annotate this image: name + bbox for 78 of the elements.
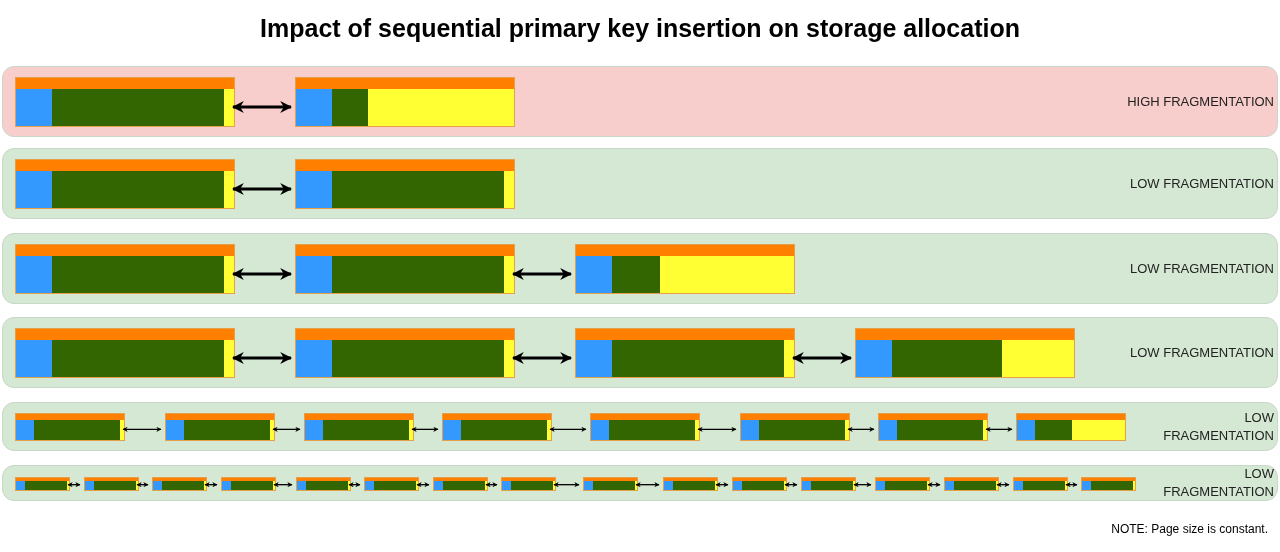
double-arrow — [122, 426, 162, 432]
fragmentation-label: LOW FRAGMENTATION — [1130, 259, 1274, 278]
fragmentation-band — [2, 465, 1278, 501]
page-block — [15, 244, 235, 294]
page-block — [583, 477, 638, 491]
page-block — [944, 477, 999, 491]
double-arrow — [485, 482, 498, 488]
double-arrow — [985, 426, 1013, 432]
page-block — [1013, 477, 1068, 491]
page-block — [221, 477, 276, 491]
page-block — [15, 77, 235, 127]
fragmentation-band — [2, 66, 1278, 137]
page-block — [1016, 413, 1126, 441]
fragmentation-band — [2, 233, 1278, 304]
page-block — [296, 477, 351, 491]
page-block — [295, 244, 515, 294]
fragmentation-label: LOW FRAGMENTATION — [1162, 465, 1274, 501]
page-block — [875, 477, 930, 491]
double-arrow — [273, 482, 293, 488]
page-block — [801, 477, 856, 491]
page-block — [433, 477, 488, 491]
diagram-title: Impact of sequential primary key insertion on storage allocation — [259, 13, 1021, 44]
fragmentation-label: LOW FRAGMENTATION — [1130, 343, 1274, 362]
page-block — [1081, 477, 1136, 491]
double-arrow — [927, 482, 941, 488]
page-block — [663, 477, 718, 491]
double-arrow — [511, 352, 573, 364]
page-block — [575, 328, 795, 378]
page-block — [152, 477, 207, 491]
page-block — [732, 477, 787, 491]
page-block — [15, 328, 235, 378]
double-arrow — [791, 352, 853, 364]
fragmentation-label: LOW FRAGMENTATION — [1130, 174, 1274, 193]
page-block — [575, 244, 795, 294]
page-block — [855, 328, 1075, 378]
double-arrow — [231, 352, 293, 364]
page-block — [295, 77, 515, 127]
double-arrow — [411, 426, 439, 432]
double-arrow — [635, 482, 660, 488]
double-arrow — [784, 482, 798, 488]
page-block — [15, 159, 235, 209]
double-arrow — [511, 268, 573, 280]
double-arrow — [847, 426, 875, 432]
page-block — [442, 413, 552, 441]
double-arrow — [715, 482, 729, 488]
double-arrow — [416, 482, 430, 488]
double-arrow — [1065, 482, 1078, 488]
note-text: NOTE: Page size is constant. — [1111, 521, 1268, 538]
fragmentation-label: HIGH FRAGMENTATION — [1127, 92, 1274, 111]
double-arrow — [549, 426, 587, 432]
page-block — [364, 477, 419, 491]
double-arrow — [853, 482, 872, 488]
double-arrow — [204, 482, 218, 488]
page-block — [165, 413, 275, 441]
double-arrow — [697, 426, 737, 432]
fragmentation-band — [2, 317, 1278, 388]
page-block — [501, 477, 556, 491]
double-arrow — [67, 482, 81, 488]
double-arrow — [231, 268, 293, 280]
page-block — [878, 413, 988, 441]
page-block — [15, 477, 70, 491]
double-arrow — [996, 482, 1010, 488]
double-arrow — [136, 482, 149, 488]
double-arrow — [553, 482, 580, 488]
page-block — [15, 413, 125, 441]
fragmentation-band — [2, 402, 1278, 451]
page-block — [304, 413, 414, 441]
double-arrow — [348, 482, 361, 488]
fragmentation-label: LOW FRAGMENTATION — [1162, 408, 1274, 445]
page-block — [295, 328, 515, 378]
double-arrow — [231, 183, 293, 195]
double-arrow — [231, 101, 293, 113]
page-block — [84, 477, 139, 491]
page-block — [590, 413, 700, 441]
fragmentation-band — [2, 148, 1278, 219]
page-block — [295, 159, 515, 209]
page-block — [740, 413, 850, 441]
double-arrow — [272, 426, 301, 432]
